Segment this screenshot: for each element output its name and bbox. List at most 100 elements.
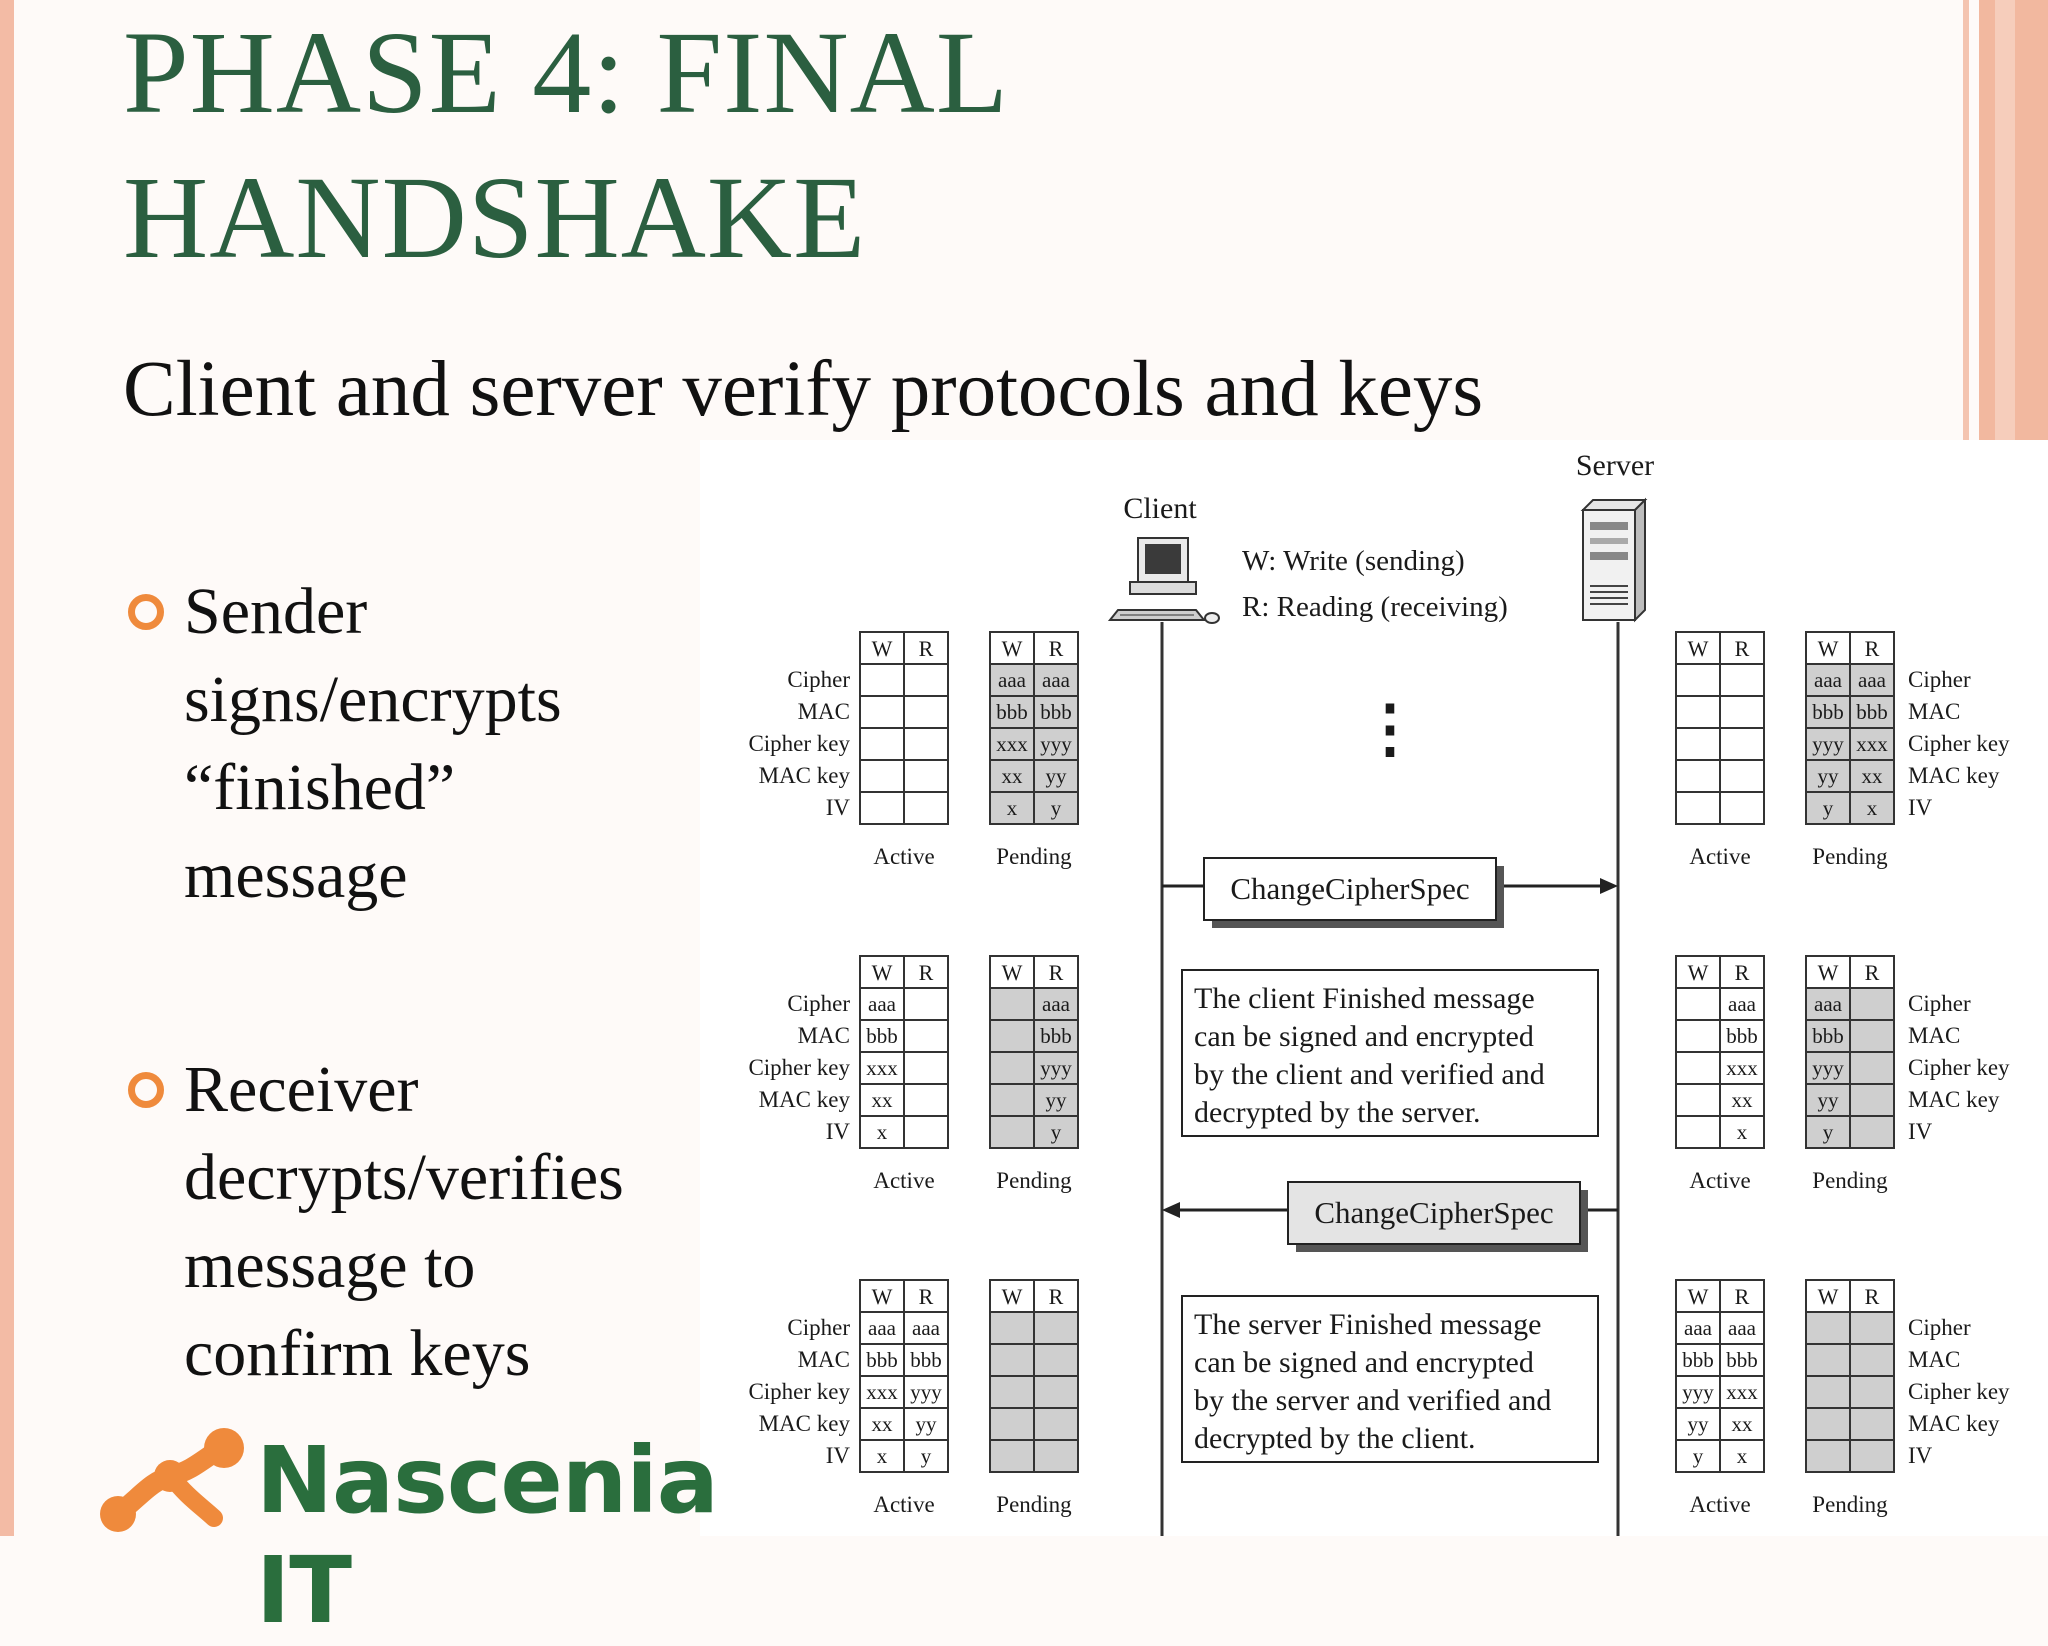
column-header: W	[872, 1284, 893, 1309]
table-cell	[1719, 1115, 1765, 1149]
column-header: W	[1818, 1284, 1839, 1309]
company-logo: Nascenia IT	[96, 1426, 719, 1644]
row-label: IV	[1908, 795, 1933, 820]
cell-value: x	[877, 1444, 888, 1468]
column-header: W	[1688, 636, 1709, 661]
table-cell	[1805, 791, 1851, 825]
row-label: IV	[1908, 1119, 1933, 1144]
bullet-line: Receiver	[184, 1053, 419, 1126]
table-cell	[1849, 791, 1895, 825]
row-label: MAC key	[1908, 1411, 2000, 1436]
table-header-cell	[903, 955, 949, 989]
table-header-cell	[1849, 631, 1895, 665]
table-cell	[859, 1375, 905, 1409]
table-caption: Active	[873, 1168, 934, 1193]
change-cipher-spec-client-to-server: ChangeCipherSpec	[1162, 857, 1618, 928]
server-finished-line: can be signed and encrypted	[1194, 1346, 1534, 1379]
column-header: R	[1049, 636, 1064, 661]
cell-value: y	[1051, 1120, 1062, 1144]
bullet-line: confirm keys	[184, 1317, 531, 1390]
cell-value: yy	[1818, 1088, 1840, 1112]
cell-value: xxx	[1726, 1056, 1758, 1080]
table-cell	[1805, 1083, 1851, 1117]
cell-value: bbb	[1726, 1024, 1758, 1048]
client-finished-line: decrypted by the server.	[1194, 1096, 1481, 1129]
row-label: MAC	[798, 1347, 850, 1372]
row-label: MAC key	[759, 763, 851, 788]
cell-value: bbb	[996, 700, 1028, 724]
table-header-cell	[989, 955, 1035, 989]
table-header-cell	[903, 631, 949, 665]
column-header: R	[919, 636, 934, 661]
cell-value: xxx	[996, 732, 1028, 756]
table-cell	[859, 663, 905, 697]
table-caption: Pending	[996, 1492, 1072, 1517]
table-caption: Pending	[996, 844, 1072, 869]
cell-value: yy	[1046, 764, 1068, 788]
table-cell	[903, 1019, 949, 1053]
table-cell	[859, 987, 905, 1021]
table-header-cell	[1849, 955, 1895, 989]
column-header: R	[919, 960, 934, 985]
table-header-cell	[1719, 955, 1765, 989]
server-icon	[1580, 497, 1648, 623]
column-header: R	[1735, 1284, 1750, 1309]
cell-value: y	[1823, 1120, 1834, 1144]
legend-read: R: Reading (receiving)	[1242, 591, 1508, 623]
table-cell	[903, 1407, 949, 1441]
table-cell	[989, 1439, 1035, 1473]
slide-title: PHASE 4: FINAL HANDSHAKE	[123, 0, 1009, 290]
column-header: W	[872, 636, 893, 661]
column-header: R	[1865, 1284, 1880, 1309]
cell-value: yy	[1818, 764, 1840, 788]
column-header: R	[919, 1284, 934, 1309]
column-header: W	[1818, 636, 1839, 661]
table-cell	[1675, 695, 1721, 729]
cell-value: bbb	[910, 1348, 942, 1372]
bullet-line: message	[184, 839, 408, 912]
table-cell	[989, 1083, 1035, 1117]
row-label: IV	[826, 795, 851, 820]
table-cell	[1719, 727, 1765, 761]
table-cell	[1719, 1439, 1765, 1473]
cell-value: xx	[1732, 1088, 1754, 1112]
table-cell	[1849, 987, 1895, 1021]
column-header: R	[1865, 636, 1880, 661]
cell-value: xx	[1002, 764, 1024, 788]
cell-value: aaa	[1814, 992, 1843, 1016]
table-cell	[1033, 695, 1079, 729]
cell-value: yyy	[1682, 1380, 1714, 1404]
table-cell	[989, 1311, 1035, 1345]
table-cell	[1805, 1439, 1851, 1473]
table-cell	[1033, 1343, 1079, 1377]
table-cell	[1033, 987, 1079, 1021]
column-header: W	[1818, 960, 1839, 985]
table-cell	[1033, 791, 1079, 825]
cell-value: aaa	[1042, 668, 1071, 692]
table-cell	[1033, 1051, 1079, 1085]
cell-value: xxx	[1726, 1380, 1758, 1404]
server-label: Server	[1576, 449, 1654, 482]
cell-value: aaa	[1858, 668, 1887, 692]
table-cell	[1719, 759, 1765, 793]
cell-value: aaa	[868, 1316, 897, 1340]
table-header-cell	[1805, 631, 1851, 665]
column-header: W	[1002, 636, 1023, 661]
table-cell	[1719, 1311, 1765, 1345]
cell-value: bbb	[1040, 700, 1072, 724]
table-header-cell	[989, 1279, 1035, 1313]
table-cell	[1033, 759, 1079, 793]
table-cell	[989, 727, 1035, 761]
table-caption: Active	[1689, 1168, 1750, 1193]
table-cell	[989, 1019, 1035, 1053]
logo-mark-icon	[100, 1428, 244, 1532]
slide-subtitle: Client and server verify protocols and k…	[123, 346, 1484, 433]
table-cell	[1675, 987, 1721, 1021]
row-label: Cipher	[1908, 1315, 1971, 1340]
table-cell	[1849, 759, 1895, 793]
cell-value: xx	[1732, 1412, 1754, 1436]
client-finished-line: by the client and verified and	[1194, 1058, 1545, 1091]
